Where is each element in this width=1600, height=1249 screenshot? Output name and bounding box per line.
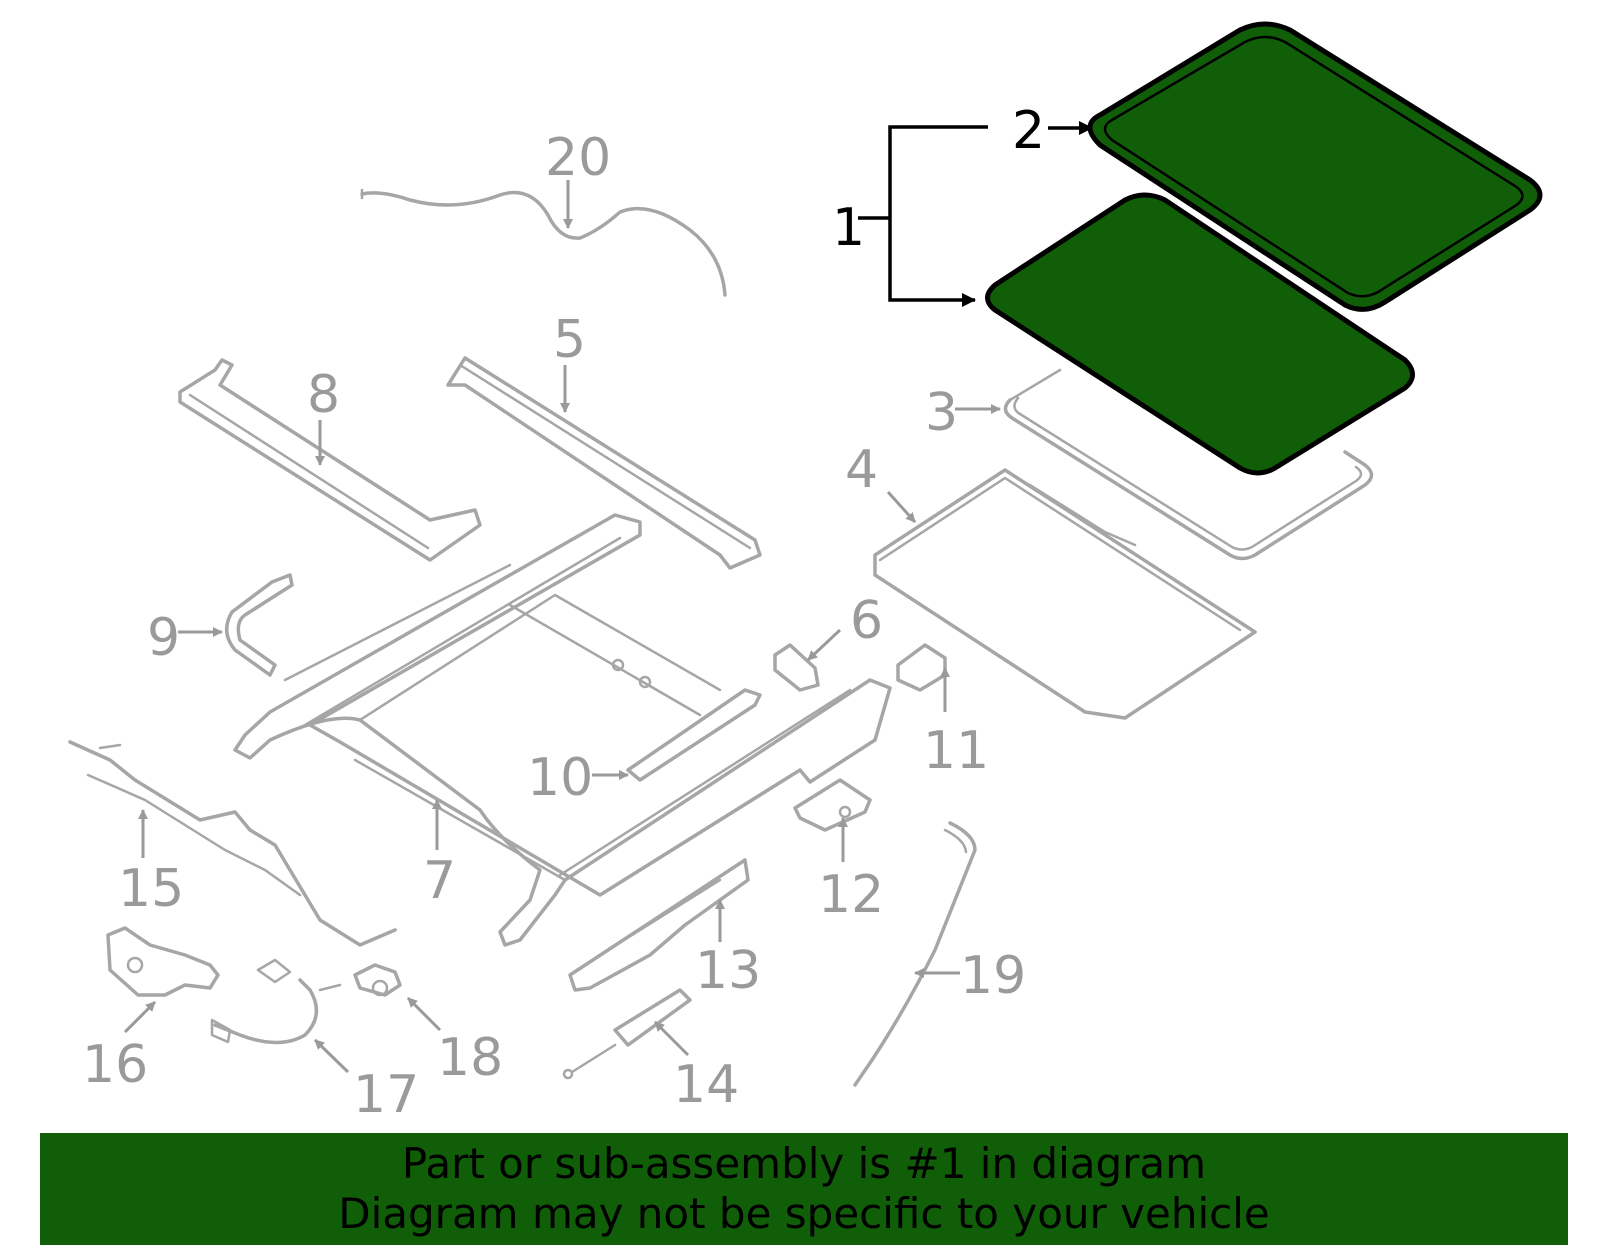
clip-bracket bbox=[225, 573, 294, 677]
glass-seal-frame bbox=[1003, 368, 1374, 561]
switch-sensor bbox=[353, 963, 402, 997]
callout-5: 5 bbox=[553, 310, 586, 370]
drain-hose-lower bbox=[853, 821, 977, 1087]
glass-panel-upper bbox=[1087, 21, 1543, 312]
callout-16: 16 bbox=[82, 1035, 148, 1095]
cross-rail bbox=[626, 688, 762, 782]
callout-11: 11 bbox=[923, 721, 989, 781]
bracket-small bbox=[773, 643, 820, 692]
callout-9: 9 bbox=[147, 608, 180, 668]
callout-6: 6 bbox=[850, 591, 883, 651]
rail-left bbox=[178, 358, 482, 562]
callout-16-arrow bbox=[123, 1000, 157, 1034]
guide-rail-assembly bbox=[568, 858, 750, 992]
sunshade bbox=[873, 468, 1257, 720]
callout-6-arrow bbox=[806, 628, 842, 662]
callout-14: 14 bbox=[673, 1055, 739, 1115]
wiring-harness bbox=[210, 958, 342, 1045]
callout-10: 10 bbox=[527, 748, 593, 808]
callout-14-arrow bbox=[653, 1020, 690, 1057]
callout-2: 2 bbox=[1012, 101, 1045, 161]
mounting-plate bbox=[793, 778, 872, 832]
callout-15: 15 bbox=[118, 859, 184, 919]
callout-18-arrow bbox=[406, 996, 442, 1032]
callout-7: 7 bbox=[423, 851, 456, 911]
callout-17-arrow bbox=[313, 1038, 350, 1074]
drain-hose-upper bbox=[360, 188, 727, 297]
callout-18: 18 bbox=[437, 1028, 503, 1088]
callout-8: 8 bbox=[307, 365, 340, 425]
callout-12: 12 bbox=[818, 865, 884, 925]
sunroof-motor bbox=[106, 926, 220, 997]
callout-4: 4 bbox=[845, 440, 878, 500]
callout-3: 3 bbox=[925, 383, 958, 443]
bracket-guide bbox=[896, 643, 947, 692]
info-banner: Part or sub-assembly is #1 in diagram Di… bbox=[40, 1133, 1568, 1245]
callout-1-bracket bbox=[888, 125, 988, 307]
glass-panel-lower bbox=[985, 192, 1415, 476]
callout-20: 20 bbox=[545, 128, 611, 188]
callout-4-arrow bbox=[886, 490, 917, 524]
position-sensor bbox=[562, 988, 692, 1080]
drive-cable bbox=[68, 740, 397, 947]
callout-17: 17 bbox=[353, 1065, 419, 1125]
callout-1: 1 bbox=[832, 198, 865, 258]
callout-19: 19 bbox=[960, 946, 1026, 1006]
banner-line-2: Diagram may not be specific to your vehi… bbox=[338, 1189, 1270, 1238]
banner-line-1: Part or sub-assembly is #1 in diagram bbox=[401, 1139, 1207, 1188]
callout-13: 13 bbox=[695, 941, 761, 1001]
sunroof-frame bbox=[233, 513, 892, 947]
rail-right bbox=[446, 356, 762, 570]
